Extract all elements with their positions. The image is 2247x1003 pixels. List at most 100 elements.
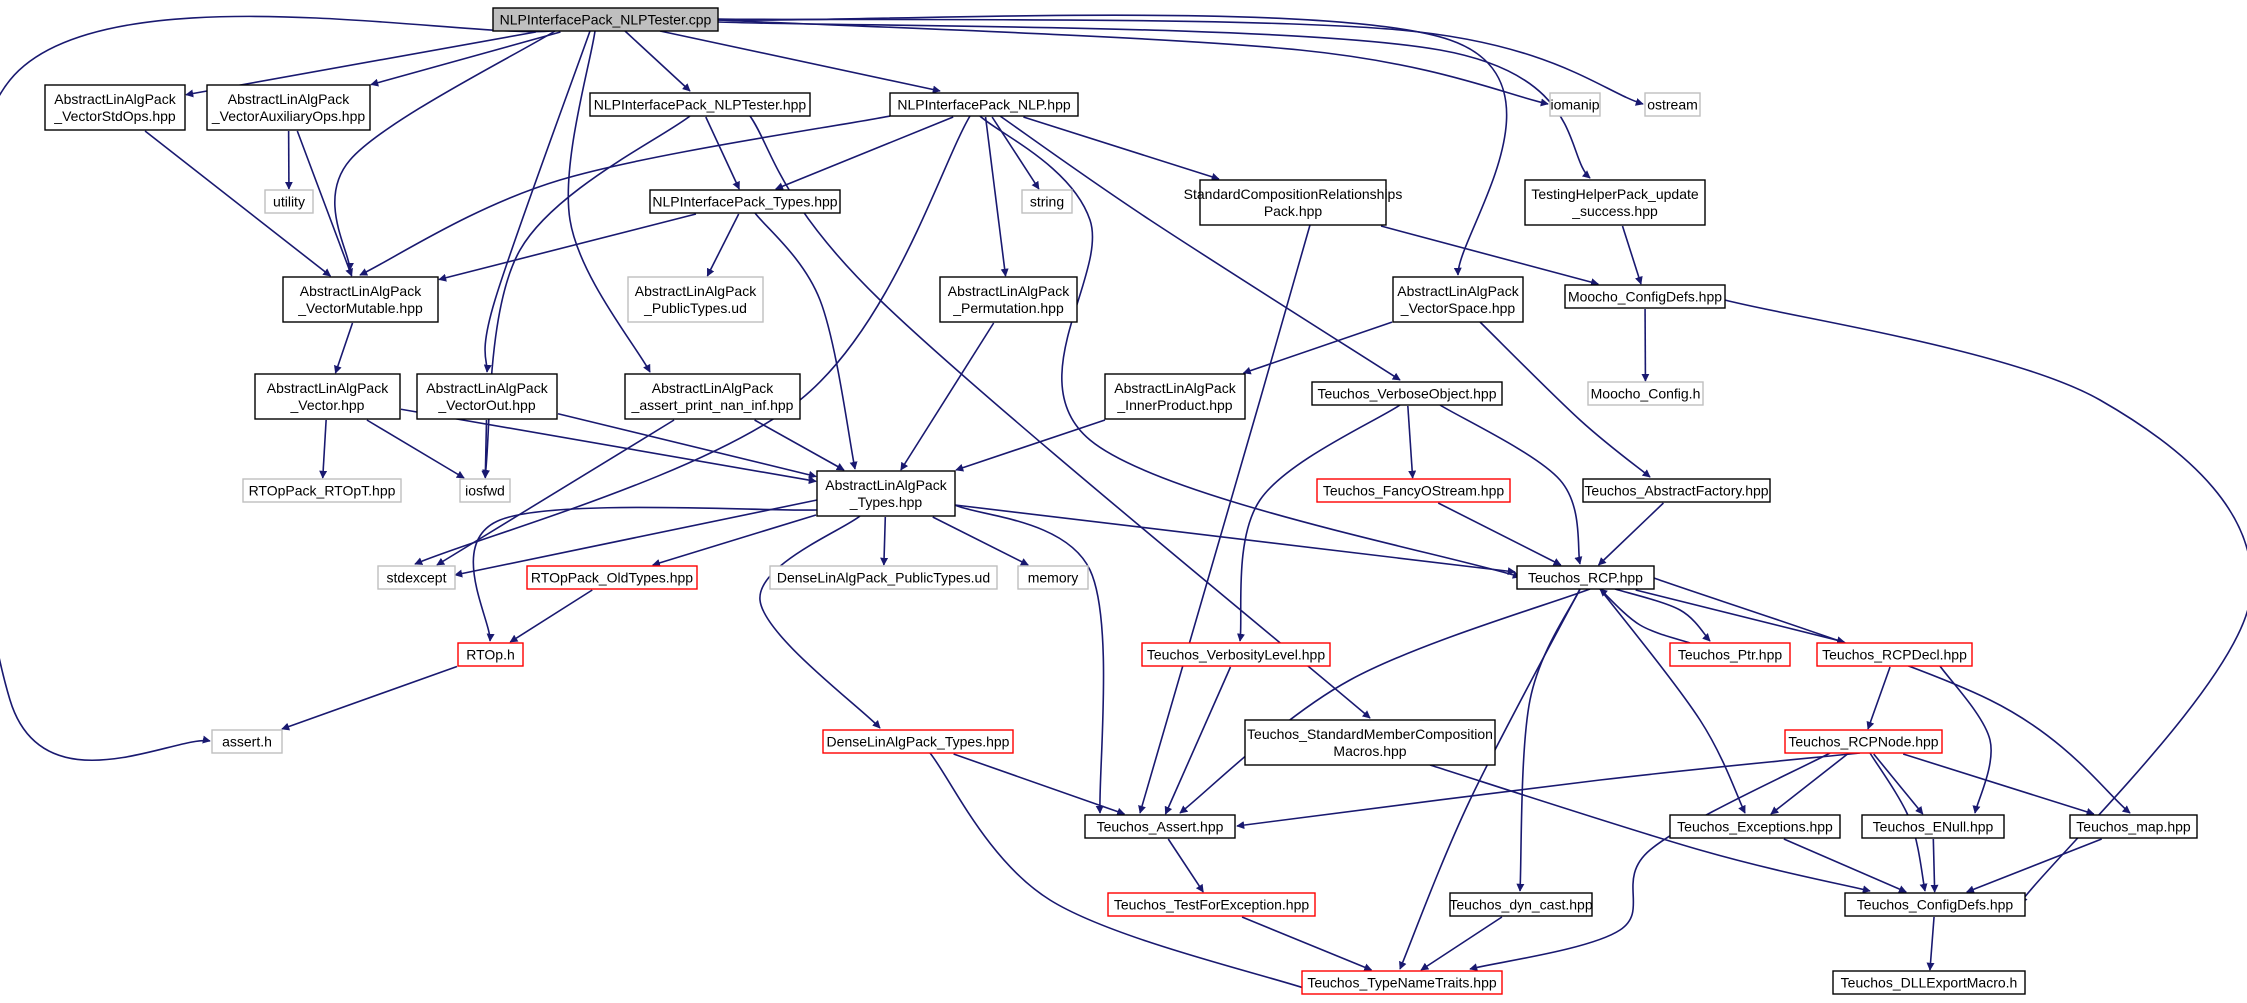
edge-n2-n12 xyxy=(296,130,353,277)
edge-n32-n42 xyxy=(1599,588,1746,814)
edge-n35-n32 xyxy=(1599,588,1691,644)
node-label: StandardCompositionRelationships xyxy=(1184,186,1403,202)
node-label: Teuchos_ConfigDefs.hpp xyxy=(1857,897,2014,913)
node-n34[interactable]: Teuchos_VerbosityLevel.hpp xyxy=(1141,642,1331,667)
node-n13[interactable]: AbstractLinAlgPack_PublicTypes.ud xyxy=(627,276,764,323)
node-n26[interactable]: Teuchos_FancyOStream.hpp xyxy=(1316,478,1511,503)
node-box xyxy=(1449,892,1593,917)
edge-n17-n23 xyxy=(319,419,328,479)
node-n39[interactable]: Teuchos_StandardMemberCompositionMacros.… xyxy=(1244,719,1496,766)
node-n36[interactable]: Teuchos_RCPDecl.hpp xyxy=(1816,642,1973,667)
node-label: RTOpPack_OldTypes.hpp xyxy=(531,570,693,586)
node-label: _Vector.hpp xyxy=(290,397,365,413)
edge-n21-n26 xyxy=(1407,405,1417,479)
node-n14[interactable]: AbstractLinAlgPack_Permutation.hpp xyxy=(939,276,1078,323)
node-n9[interactable]: string xyxy=(1021,189,1073,214)
node-label: Moocho_Config.h xyxy=(1591,386,1701,402)
edge-n4-n14 xyxy=(984,116,1009,277)
node-n47[interactable]: Teuchos_ConfigDefs.hpp xyxy=(1844,892,2026,917)
node-box xyxy=(1524,179,1706,226)
node-n6[interactable]: ostream xyxy=(1644,92,1701,117)
node-label: _VectorOut.hpp xyxy=(437,397,536,413)
node-n29[interactable]: RTOpPack_OldTypes.hpp xyxy=(526,565,698,590)
node-n30[interactable]: DenseLinAlgPack_PublicTypes.ud xyxy=(769,565,998,590)
node-n19[interactable]: AbstractLinAlgPack_assert_print_nan_inf.… xyxy=(624,373,801,420)
node-n7[interactable]: utility xyxy=(264,189,314,214)
edge-n17-n24 xyxy=(366,419,465,479)
node-n12[interactable]: AbstractLinAlgPack_VectorMutable.hpp xyxy=(282,276,439,323)
node-box xyxy=(457,642,524,667)
node-n18[interactable]: AbstractLinAlgPack_VectorOut.hpp xyxy=(416,373,558,420)
node-label: iosfwd xyxy=(465,483,505,499)
node-box xyxy=(1861,814,2005,839)
edge-n41-n45 xyxy=(1167,838,1204,893)
node-n21[interactable]: Teuchos_VerboseObject.hpp xyxy=(1311,381,1503,406)
edge-n12-n17 xyxy=(334,322,354,374)
edge-n17-n25 xyxy=(400,408,817,485)
node-n37[interactable]: assert.h xyxy=(211,729,283,754)
edge-n38-n41 xyxy=(953,753,1126,816)
node-n43[interactable]: Teuchos_ENull.hpp xyxy=(1861,814,2005,839)
node-label: Teuchos_Assert.hpp xyxy=(1097,819,1224,835)
node-label: AbstractLinAlgPack xyxy=(228,91,350,107)
node-n16[interactable]: Moocho_ConfigDefs.hpp xyxy=(1564,284,1726,309)
edge-n42-n47 xyxy=(1783,838,1907,893)
node-box xyxy=(1516,565,1655,590)
node-n17[interactable]: AbstractLinAlgPack_Vector.hpp xyxy=(254,373,401,420)
node-box xyxy=(1199,179,1387,226)
edge-n47-n49 xyxy=(1926,916,1935,971)
edge-n15-n20 xyxy=(1242,321,1393,375)
edge-n20-n25 xyxy=(955,419,1106,472)
node-n40[interactable]: Teuchos_RCPNode.hpp xyxy=(1784,729,1943,754)
node-label: _VectorAuxiliaryOps.hpp xyxy=(211,108,366,124)
edge-n32-n44 xyxy=(1653,577,2131,814)
node-n4[interactable]: NLPInterfacePack_NLP.hpp xyxy=(889,92,1079,117)
node-n11[interactable]: TestingHelperPack_update_success.hpp xyxy=(1524,179,1706,226)
node-n32[interactable]: Teuchos_RCP.hpp xyxy=(1516,565,1655,590)
edge-n11-n16 xyxy=(1621,225,1643,285)
node-label: TestingHelperPack_update xyxy=(1531,186,1699,202)
node-n15[interactable]: AbstractLinAlgPack_VectorSpace.hpp xyxy=(1392,276,1524,323)
node-n38[interactable]: DenseLinAlgPack_Types.hpp xyxy=(822,729,1014,754)
node-n41[interactable]: Teuchos_Assert.hpp xyxy=(1084,814,1236,839)
node-n45[interactable]: Teuchos_TestForException.hpp xyxy=(1107,892,1316,917)
edge-n0-n6 xyxy=(717,18,1644,106)
node-n2[interactable]: AbstractLinAlgPack_VectorAuxiliaryOps.hp… xyxy=(206,84,371,131)
node-n1[interactable]: AbstractLinAlgPack_VectorStdOps.hpp xyxy=(44,84,186,131)
node-n31[interactable]: memory xyxy=(1017,565,1089,590)
node-n24[interactable]: iosfwd xyxy=(459,478,511,503)
node-label: AbstractLinAlgPack xyxy=(652,380,774,396)
node-n48[interactable]: Teuchos_TypeNameTraits.hpp xyxy=(1301,970,1503,995)
node-n5[interactable]: iomanip xyxy=(1549,92,1601,117)
node-box xyxy=(1669,814,1841,839)
edge-n4-n8 xyxy=(775,116,954,190)
edge-n36-n43 xyxy=(1939,665,1992,814)
node-label: AbstractLinAlgPack xyxy=(1397,283,1519,299)
node-n23[interactable]: RTOpPack_RTOpT.hpp xyxy=(242,478,402,503)
node-n20[interactable]: AbstractLinAlgPack_InnerProduct.hpp xyxy=(1104,373,1246,420)
node-label: _success.hpp xyxy=(1571,203,1658,219)
node-n8[interactable]: NLPInterfacePack_Types.hpp xyxy=(649,189,841,214)
node-n28[interactable]: stdexcept xyxy=(377,565,456,590)
edge-n0-n37 xyxy=(0,15,553,762)
node-n27[interactable]: Teuchos_AbstractFactory.hpp xyxy=(1582,478,1771,503)
node-n3[interactable]: NLPInterfacePack_NLPTester.hpp xyxy=(589,92,811,117)
edge-n29-n33 xyxy=(509,589,593,643)
node-box xyxy=(2069,814,2198,839)
node-n0[interactable]: NLPInterfacePack_NLPTester.cpp xyxy=(492,7,719,32)
node-label: memory xyxy=(1028,570,1079,586)
node-n49[interactable]: Teuchos_DLLExportMacro.h xyxy=(1832,970,2026,995)
node-n42[interactable]: Teuchos_Exceptions.hpp xyxy=(1669,814,1841,839)
node-n33[interactable]: RTOp.h xyxy=(457,642,524,667)
node-n22[interactable]: Moocho_Config.h xyxy=(1587,381,1704,406)
node-n44[interactable]: Teuchos_map.hpp xyxy=(2069,814,2198,839)
node-n35[interactable]: Teuchos_Ptr.hpp xyxy=(1669,642,1791,667)
node-label: AbstractLinAlgPack xyxy=(300,283,422,299)
node-box xyxy=(282,276,439,323)
node-n46[interactable]: Teuchos_dyn_cast.hpp xyxy=(1449,892,1593,917)
node-label: ostream xyxy=(1647,97,1698,113)
edge-n38-n48 xyxy=(929,752,1311,992)
node-n25[interactable]: AbstractLinAlgPack_Types.hpp xyxy=(816,470,956,517)
edge-n19-n28 xyxy=(436,419,675,566)
